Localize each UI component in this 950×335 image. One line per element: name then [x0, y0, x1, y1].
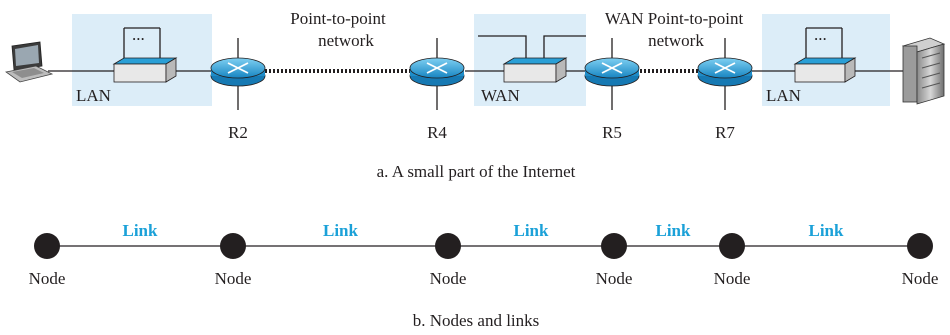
wan-switch-icon — [502, 57, 568, 83]
node-label-1: Node — [29, 269, 66, 288]
link-label-5: Link — [809, 221, 845, 240]
link-label-4: Link — [656, 221, 692, 240]
node-5 — [719, 233, 745, 259]
wan-drops — [478, 35, 586, 60]
router-r7-icon — [697, 57, 753, 87]
router-label-r5: R5 — [602, 123, 622, 142]
wan-label: WAN — [481, 86, 520, 105]
link-label-1: Link — [123, 221, 159, 240]
laptop-icon — [5, 41, 54, 83]
node-label-5: Node — [714, 269, 751, 288]
lan-left-drops — [123, 27, 161, 60]
router-label-r4: R4 — [427, 123, 447, 142]
lan-right-drops — [805, 27, 843, 60]
ellipsis-right: ... — [814, 25, 827, 44]
node-label-4: Node — [596, 269, 633, 288]
node-6 — [907, 233, 933, 259]
lan-left-label: LAN — [76, 86, 111, 105]
node-2 — [220, 233, 246, 259]
p2p-label-1-line2: network — [318, 31, 374, 50]
link-label-3: Link — [514, 221, 550, 240]
node-label-2: Node — [215, 269, 252, 288]
node-label-6: Node — [902, 269, 939, 288]
ellipsis-left: ... — [132, 25, 145, 44]
lan-left-switch-icon — [112, 57, 178, 83]
router-r4-icon — [409, 57, 465, 87]
node-1 — [34, 233, 60, 259]
node-3 — [435, 233, 461, 259]
server-icon — [901, 37, 946, 105]
link-label-2: Link — [323, 221, 359, 240]
caption-b: b. Nodes and links — [413, 311, 540, 330]
router-label-r7: R7 — [715, 123, 735, 142]
p2p-label-2-line2: network — [648, 31, 704, 50]
p2p-label-1-line1: Point-to-point — [290, 9, 386, 28]
node-4 — [601, 233, 627, 259]
p2p-label-2-line1: WAN Point-to-point — [605, 9, 744, 28]
router-r2-icon — [210, 57, 266, 87]
caption-a: a. A small part of the Internet — [377, 162, 576, 181]
router-label-r2: R2 — [228, 123, 248, 142]
node-label-3: Node — [430, 269, 467, 288]
lan-right-switch-icon — [793, 57, 857, 83]
router-r5-icon — [584, 57, 640, 87]
lan-right-label: LAN — [766, 86, 801, 105]
